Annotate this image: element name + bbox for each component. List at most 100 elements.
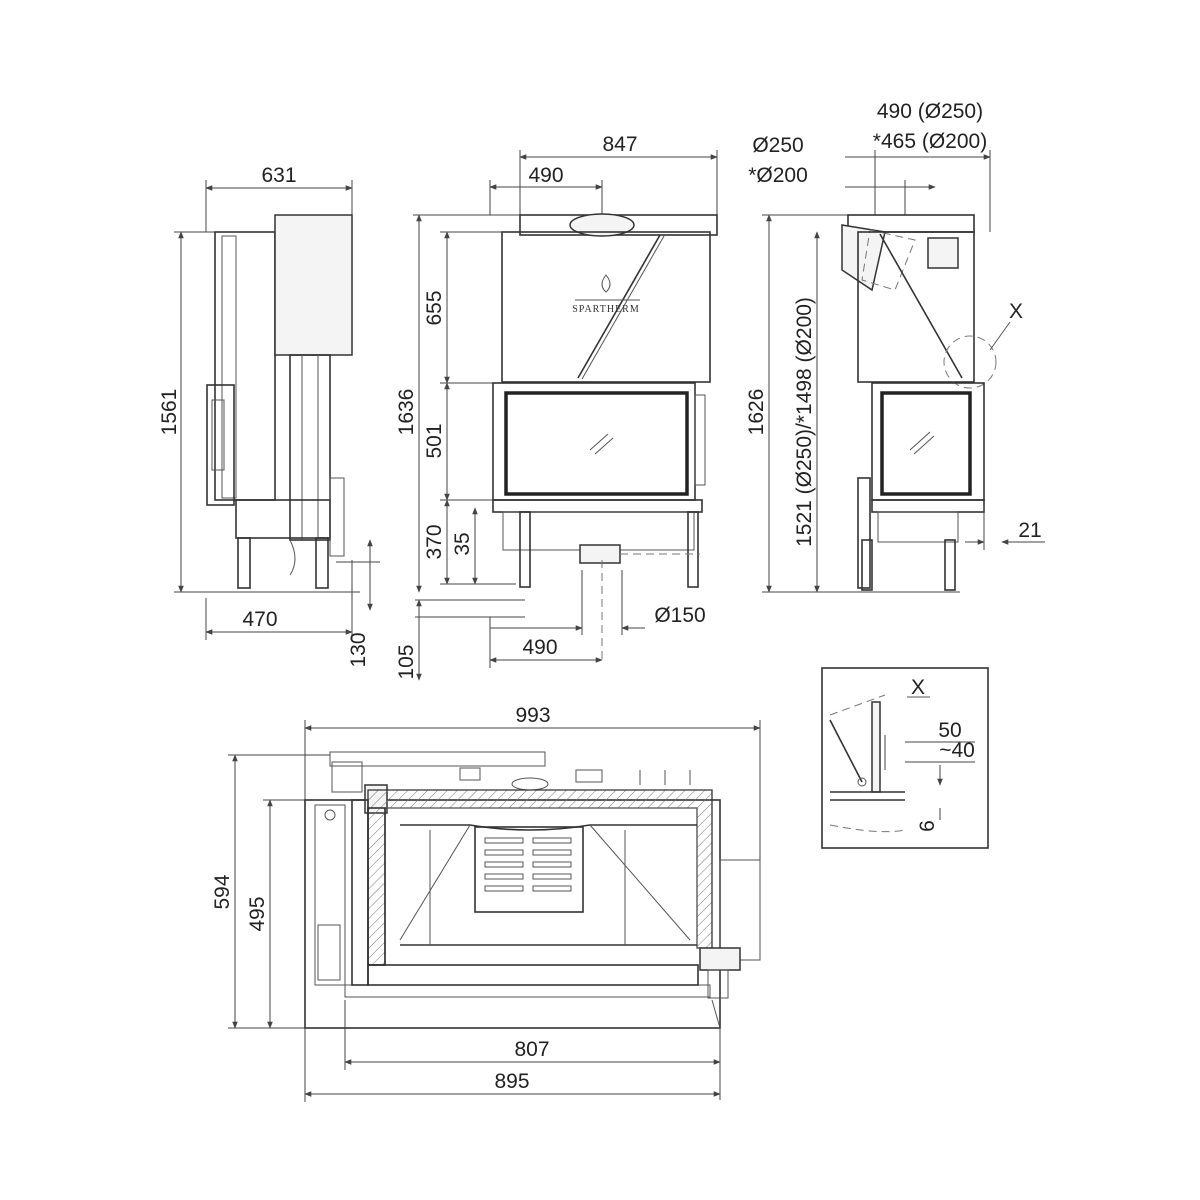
plan-left-box: [317, 924, 341, 981]
right-air-box: [857, 477, 871, 589]
side-riser: [289, 354, 331, 541]
dim-side-foot: 130: [347, 632, 370, 667]
front-leg: [519, 511, 531, 588]
plan-top-bracket: [575, 769, 603, 783]
plan-side-wall: [399, 824, 471, 941]
dim-front-upper: 655: [423, 290, 446, 325]
front-view: 847 490 1636 655 501 370 35 105 SPA: [395, 133, 718, 681]
dim-plan-body-width: 895: [494, 1070, 529, 1093]
right-view: Ø250 *Ø200 490 (Ø250) *465 (Ø200) 1626 1…: [745, 100, 1045, 593]
front-gas-strut-rod: [581, 235, 665, 380]
plan-top-rail: [329, 751, 546, 767]
right-gas-strut: [879, 233, 963, 379]
dim-front-air-offset: 490: [522, 636, 557, 659]
plan-front-glass: [367, 964, 699, 986]
plan-corner-line: [711, 999, 721, 1029]
dim-right-offset-1: 490 (Ø250): [877, 100, 983, 123]
plan-side-wall: [589, 824, 691, 941]
glass-reflection: [909, 431, 931, 451]
plan-hinge-right: [699, 947, 741, 971]
dim-flue-d2: *Ø200: [748, 164, 808, 187]
detail-x-post: [871, 701, 881, 793]
plan-base-strip: [344, 984, 711, 998]
right-leg: [861, 539, 873, 591]
side-air-box: [329, 477, 345, 557]
brand-logo: SPARTHERM: [572, 304, 640, 315]
dim-front-height: 1636: [395, 389, 418, 436]
side-flue-box: [274, 214, 353, 356]
brand-flame-icon: [601, 274, 611, 293]
plan-gas-strut-mount: [331, 761, 363, 793]
side-leg: [315, 537, 329, 589]
right-base-plate: [871, 499, 985, 513]
front-base-plate: [492, 499, 703, 513]
plan-grate: [474, 826, 584, 913]
glass-reflection: [913, 435, 935, 455]
dim-front-door: 501: [423, 423, 446, 458]
dim-front-offset: 35: [451, 532, 474, 555]
plan-left-panel: [314, 804, 346, 986]
plan-left-glass: [351, 799, 369, 986]
plan-back-wall: [400, 824, 697, 831]
side-door: [206, 384, 235, 506]
dim-right-gap: 21: [1018, 519, 1041, 542]
side-door-inner: [211, 399, 225, 471]
glass-reflection: [589, 433, 609, 451]
detail-x: X 50 ~40 6: [821, 667, 989, 849]
right-base-frame: [877, 511, 959, 543]
right-upper-hood: [857, 231, 975, 383]
dim-plan-inner-depth: 495: [246, 896, 269, 931]
dim-side-height: 1561: [158, 389, 181, 436]
dim-detail-2: ~40: [939, 739, 975, 762]
dim-right-offset-2: *465 (Ø200): [873, 130, 987, 153]
right-leg: [944, 539, 956, 591]
side-leg: [237, 537, 251, 589]
detail-x-strut: [829, 719, 863, 783]
detail-x-axis: [829, 694, 886, 716]
plan-flue-ring: [511, 777, 549, 791]
dim-side-depth: 470: [242, 608, 277, 631]
front-upper-hood: [501, 231, 711, 383]
plan-view: 993 594 495: [211, 704, 761, 1102]
front-gas-strut: [577, 234, 661, 379]
dim-front-flue-offset: 490: [528, 164, 563, 187]
plan-bolt: [324, 809, 336, 821]
side-pipe: [289, 539, 296, 576]
glass-reflection: [594, 437, 614, 455]
dim-detail-3: 6: [916, 820, 939, 832]
plan-firebox-liner: [367, 789, 713, 966]
front-leg: [687, 511, 699, 588]
dim-flue-d1: Ø250: [752, 134, 803, 157]
front-flue-collar: [569, 213, 635, 237]
dim-right-height: 1626: [745, 389, 768, 436]
plan-top-bracket: [459, 767, 481, 781]
side-base: [235, 499, 331, 539]
dim-right-flue-height: 1521 (Ø250)/*1498 (Ø200): [793, 297, 816, 547]
side-view: 631 1561 470 130: [158, 164, 380, 668]
detail-x-pivot: [857, 777, 867, 787]
dim-side-width: 631: [261, 164, 296, 187]
detail-x-frame: [821, 667, 989, 849]
detail-x-marker: X: [1009, 300, 1023, 323]
dim-plan-overall-width: 993: [515, 704, 550, 727]
front-side-rail: [694, 394, 706, 486]
detail-x-curve: [829, 824, 906, 833]
right-flue-alt: [861, 229, 916, 291]
detail-x-label: X: [911, 676, 925, 699]
dim-front-lower: 370: [423, 524, 446, 559]
detail-x-leader: [989, 321, 1011, 351]
plan-grate-slots: [484, 837, 572, 892]
front-air-inlet: [579, 544, 621, 564]
right-label-plate: [927, 237, 959, 269]
front-glass: [504, 391, 689, 496]
plan-corner-post: [707, 969, 729, 999]
side-panel: [221, 235, 237, 499]
dim-air-diameter: Ø150: [654, 604, 705, 627]
plan-right-box: [719, 859, 761, 961]
detail-x-circle: [943, 335, 997, 389]
plan-firebox-inner-edge: [385, 807, 698, 948]
dim-plan-opening-width: 807: [514, 1038, 549, 1061]
dim-front-foot: 105: [395, 644, 418, 679]
